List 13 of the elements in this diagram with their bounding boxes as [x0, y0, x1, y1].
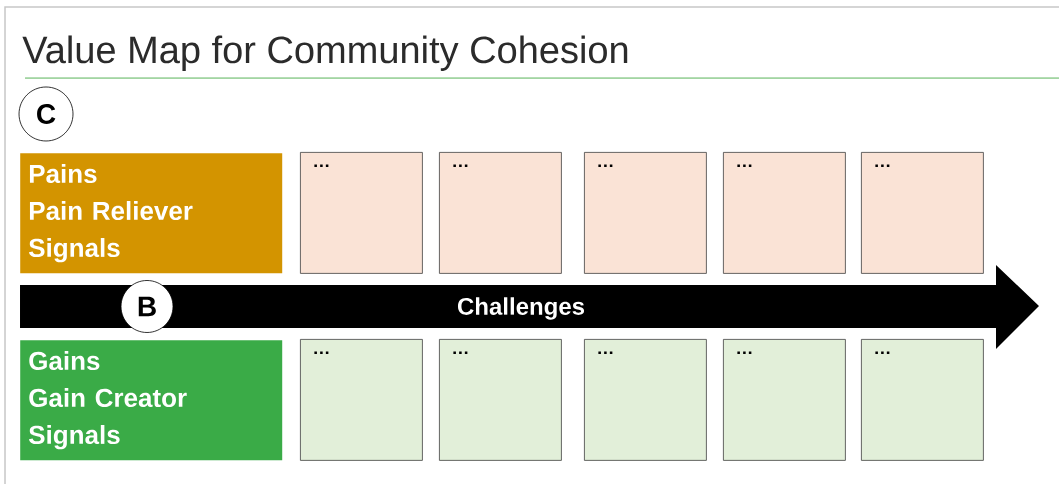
- note-box: …: [861, 152, 984, 274]
- note-box: …: [584, 339, 707, 461]
- title: Value Map for Community Cohesion: [22, 35, 628, 71]
- note-box: …: [439, 339, 562, 461]
- note-box: …: [723, 152, 846, 274]
- note-box: …: [439, 152, 562, 274]
- category-box: Pains Pain Reliever Signals: [20, 153, 283, 274]
- note-box: …: [300, 339, 423, 461]
- note-box: …: [300, 152, 423, 274]
- note-box: …: [584, 152, 707, 274]
- note-box: …: [861, 339, 984, 461]
- note-box: …: [723, 339, 846, 461]
- category-box: Gains Gain Creator Signals: [20, 340, 283, 461]
